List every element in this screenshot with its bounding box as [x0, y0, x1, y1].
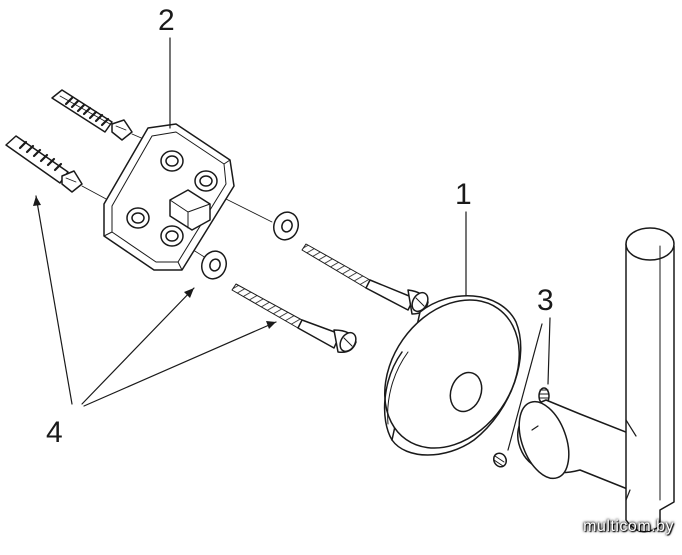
washer-lower [200, 250, 228, 280]
rosette-center-hole [449, 371, 483, 413]
callout-part-4: 4 [46, 416, 63, 449]
leader-4a [35, 195, 73, 405]
screw-upper [301, 243, 429, 315]
callout-part-1: 1 [455, 178, 472, 211]
holder-bar [517, 227, 675, 533]
leader-4b [81, 287, 195, 405]
leader-3b [507, 323, 543, 451]
washer-upper [272, 211, 300, 241]
leader-3a [547, 317, 551, 385]
set-screw-left [492, 452, 508, 468]
mounting-plate [103, 123, 235, 271]
callout-part-3: 3 [537, 284, 554, 317]
leader-4c [83, 321, 277, 407]
callout-part-2: 2 [158, 4, 175, 37]
leader-lines [35, 37, 551, 451]
watermark: multicom.by [583, 518, 674, 535]
wall-anchor-upper [51, 89, 133, 141]
leader-4-arrowheads [33, 196, 276, 329]
wall-anchor-lower [5, 135, 83, 193]
plate-center-stud [169, 189, 211, 231]
rosette-cover [383, 295, 522, 456]
screw-lower [231, 283, 357, 354]
